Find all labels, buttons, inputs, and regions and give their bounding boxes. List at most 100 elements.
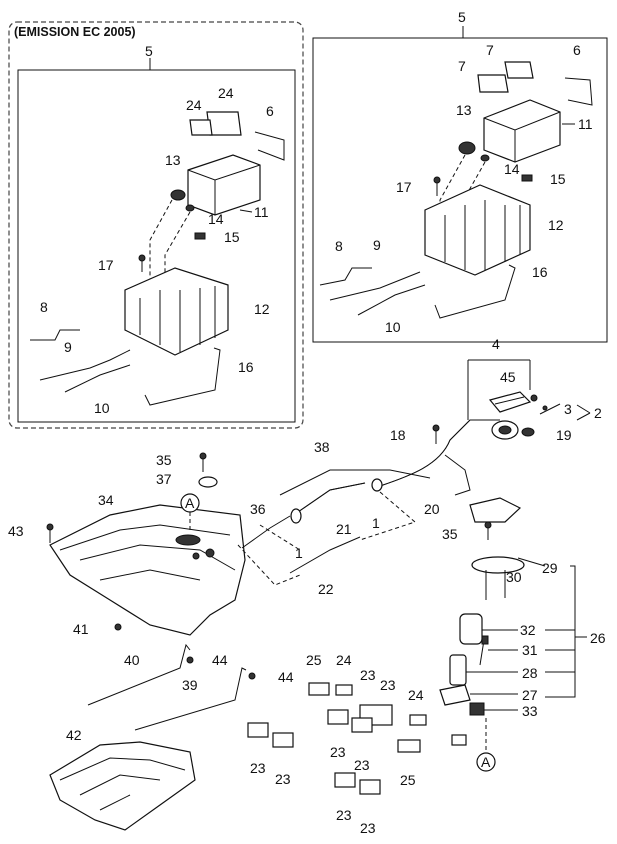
callout-20: 20 (424, 501, 440, 517)
pad-24 (335, 684, 353, 696)
strainer-27 (439, 684, 471, 706)
callout-24: 24 (408, 687, 424, 703)
clamp-1 (371, 478, 383, 492)
callout-14: 14 (504, 161, 520, 177)
pad-7 (504, 61, 534, 79)
callout-23: 23 (330, 744, 346, 760)
pad-23 (359, 779, 381, 795)
callout-45: 45 (500, 369, 516, 385)
callout-31: 31 (522, 642, 538, 658)
pad-23 (327, 709, 349, 725)
inset-group-box (17, 69, 296, 423)
pad-23 (247, 722, 269, 738)
callout-23: 23 (250, 760, 266, 776)
callout-19: 19 (556, 427, 572, 443)
pad-7 (477, 74, 509, 93)
callout-25: 25 (306, 652, 322, 668)
callout-37: 37 (156, 471, 172, 487)
pad-25 (308, 682, 330, 696)
callout-23: 23 (336, 807, 352, 823)
callout-11: 11 (254, 204, 269, 220)
connector-33 (469, 702, 485, 716)
callout-12: 12 (254, 301, 270, 317)
callout-23: 23 (354, 757, 370, 773)
callout-17: 17 (98, 257, 114, 273)
callout-2: 2 (594, 405, 602, 421)
fuel-tank-34 (49, 504, 246, 636)
pump-32 (459, 613, 483, 645)
callout-6: 6 (573, 42, 581, 58)
canister-11 (170, 154, 261, 216)
gasket-20 (469, 497, 522, 523)
callout-6: 6 (266, 103, 274, 119)
callout-8: 8 (335, 238, 343, 254)
callout-1: 1 (295, 545, 303, 561)
bolt-41 (114, 623, 122, 631)
bracket-6 (564, 77, 593, 106)
callout-23: 23 (275, 771, 291, 787)
callout-24: 24 (186, 97, 202, 113)
callout-A: A (481, 754, 491, 770)
callout-21: 21 (336, 521, 352, 537)
callout-44: 44 (212, 652, 228, 668)
pad-24 (409, 714, 427, 726)
callout-A: A (185, 495, 195, 511)
callout-24: 24 (336, 652, 352, 668)
callout-3: 3 (564, 401, 572, 417)
canister-group-box (312, 37, 608, 343)
callout-5: 5 (458, 9, 466, 25)
callout-15: 15 (550, 171, 566, 187)
callout-13: 13 (456, 102, 472, 118)
canister-bracket-12 (124, 267, 229, 356)
callout-32: 32 (520, 622, 536, 638)
callout-7: 7 (458, 58, 466, 74)
callout-23: 23 (360, 667, 376, 683)
callout-11: 11 (578, 116, 593, 132)
callout-12: 12 (548, 217, 564, 233)
filler-housing-45 (488, 391, 532, 413)
canister-bracket-12 (424, 184, 531, 276)
callout-38: 38 (314, 439, 330, 455)
callout-44: 44 (278, 669, 294, 685)
callout-4: 4 (492, 336, 500, 352)
inset-title: (EMISSION EC 2005) (14, 25, 136, 39)
callout-22: 22 (318, 581, 334, 597)
callout-35: 35 (442, 526, 458, 542)
pad-24 (189, 111, 242, 136)
callout-30: 30 (506, 569, 522, 585)
callout-25: 25 (400, 772, 416, 788)
connector-marker-A (476, 752, 496, 772)
callout-10: 10 (385, 319, 401, 335)
callout-43: 43 (8, 523, 24, 539)
callout-23: 23 (380, 677, 396, 693)
callout-35: 35 (156, 452, 172, 468)
callout-41: 41 (73, 621, 89, 637)
bracket-6 (254, 131, 285, 161)
callout-42: 42 (66, 727, 82, 743)
pad-25 (397, 739, 421, 753)
pump-flange-30 (471, 556, 525, 574)
callout-16: 16 (532, 264, 548, 280)
pad-23 (334, 772, 356, 788)
callout-27: 27 (522, 687, 538, 703)
callout-18: 18 (390, 427, 406, 443)
inset-frame (8, 21, 304, 429)
callout-5: 5 (145, 43, 153, 59)
callout-10: 10 (94, 400, 110, 416)
callout-34: 34 (98, 492, 114, 508)
callout-14: 14 (208, 211, 224, 227)
callout-33: 33 (522, 703, 538, 719)
callout-7: 7 (486, 42, 494, 58)
pump-motor-28 (449, 654, 467, 686)
strap-40 (87, 643, 191, 706)
canister-11 (458, 99, 561, 163)
strap-39 (134, 667, 247, 731)
callout-26: 26 (590, 630, 606, 646)
callout-9: 9 (64, 339, 72, 355)
pad-23 (351, 717, 373, 733)
callout-39: 39 (182, 677, 198, 693)
callout-24: 24 (218, 85, 234, 101)
cap-37 (198, 476, 218, 488)
callout-29: 29 (542, 560, 558, 576)
